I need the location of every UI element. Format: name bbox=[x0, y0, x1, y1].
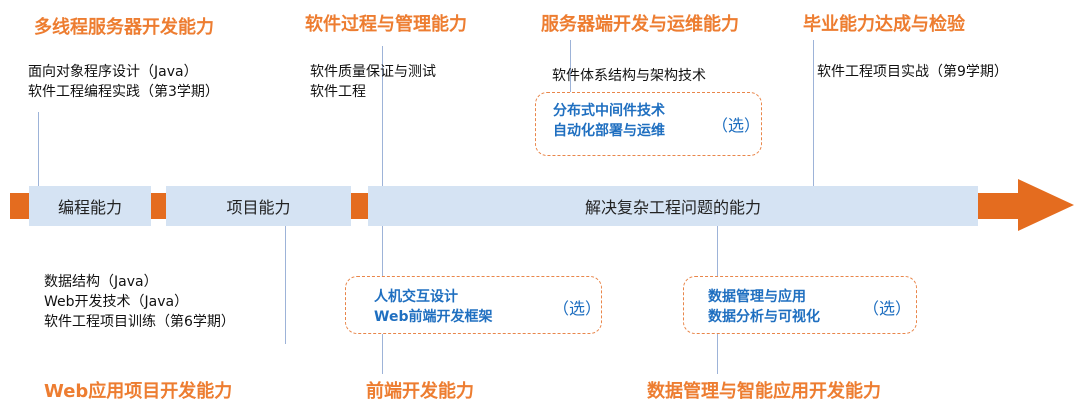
elective-item: 人机交互设计 bbox=[374, 289, 458, 305]
course-item: 软件工程项目实战（第9学期） bbox=[817, 64, 1008, 80]
elective-courses-frontend: 人机交互设计 Web前端开发框架 bbox=[374, 287, 492, 327]
course-item: 软件质量保证与测试 bbox=[310, 64, 436, 80]
course-item: 软件工程编程实践（第3学期） bbox=[28, 84, 219, 100]
elective-courses-data: 数据管理与应用 数据分析与可视化 bbox=[708, 287, 820, 327]
top-courses-col1: 面向对象程序设计（Java） 软件工程编程实践（第3学期） bbox=[28, 62, 219, 102]
heading-frontend-dev: 前端开发能力 bbox=[366, 381, 474, 402]
heading-data-intelligent-app: 数据管理与智能应用开发能力 bbox=[647, 381, 881, 402]
segment-project-ability: 项目能力 bbox=[166, 186, 351, 226]
connector-line-multithread bbox=[38, 112, 39, 192]
elective-item: 自动化部署与运维 bbox=[553, 123, 665, 139]
top-courses-col3: 软件体系结构与架构技术 bbox=[552, 66, 706, 86]
course-item: 软件工程 bbox=[310, 84, 366, 100]
connector-line-graduation bbox=[813, 40, 814, 186]
elective-box-data bbox=[683, 276, 917, 334]
heading-software-process: 软件过程与管理能力 bbox=[305, 14, 467, 35]
heading-web-app-project: Web应用项目开发能力 bbox=[44, 381, 233, 402]
course-item: 软件工程项目训练（第6学期） bbox=[44, 314, 235, 330]
top-courses-col4: 软件工程项目实战（第9学期） bbox=[817, 62, 1008, 82]
segment-label: 编程能力 bbox=[57, 198, 122, 217]
course-item: 软件体系结构与架构技术 bbox=[552, 68, 706, 84]
heading-server-dev-ops: 服务器端开发与运维能力 bbox=[541, 14, 739, 35]
segment-complex-problem-ability: 解决复杂工程问题的能力 bbox=[368, 186, 978, 226]
timeline-arrowhead-icon bbox=[1018, 179, 1074, 231]
elective-courses-server: 分布式中间件技术 自动化部署与运维 bbox=[553, 101, 665, 141]
course-item: 数据结构（Java） bbox=[44, 274, 158, 290]
segment-label: 项目能力 bbox=[226, 198, 291, 217]
segment-programming-ability: 编程能力 bbox=[29, 186, 151, 226]
elective-box-server bbox=[535, 92, 762, 156]
elective-box-frontend bbox=[345, 276, 602, 334]
elective-item: 数据分析与可视化 bbox=[708, 309, 820, 325]
elective-item: 分布式中间件技术 bbox=[553, 103, 665, 119]
elective-tag-data: （选） bbox=[863, 299, 912, 318]
connector-line-web bbox=[285, 226, 286, 344]
bottom-courses-col1: 数据结构（Java） Web开发技术（Java） 软件工程项目训练（第6学期） bbox=[44, 272, 235, 332]
elective-tag-server: （选） bbox=[712, 116, 761, 135]
top-courses-col2: 软件质量保证与测试 软件工程 bbox=[310, 62, 436, 102]
heading-multithread-server: 多线程服务器开发能力 bbox=[34, 17, 214, 38]
elective-item: Web前端开发框架 bbox=[374, 309, 493, 325]
connector-line-server bbox=[570, 40, 571, 92]
connector-line-process bbox=[382, 46, 383, 192]
elective-tag-frontend: （选） bbox=[553, 299, 602, 318]
heading-graduation: 毕业能力达成与检验 bbox=[803, 14, 965, 35]
course-item: 面向对象程序设计（Java） bbox=[28, 64, 198, 80]
segment-label: 解决复杂工程问题的能力 bbox=[584, 198, 761, 217]
course-item: Web开发技术（Java） bbox=[44, 294, 189, 310]
elective-item: 数据管理与应用 bbox=[708, 289, 806, 305]
